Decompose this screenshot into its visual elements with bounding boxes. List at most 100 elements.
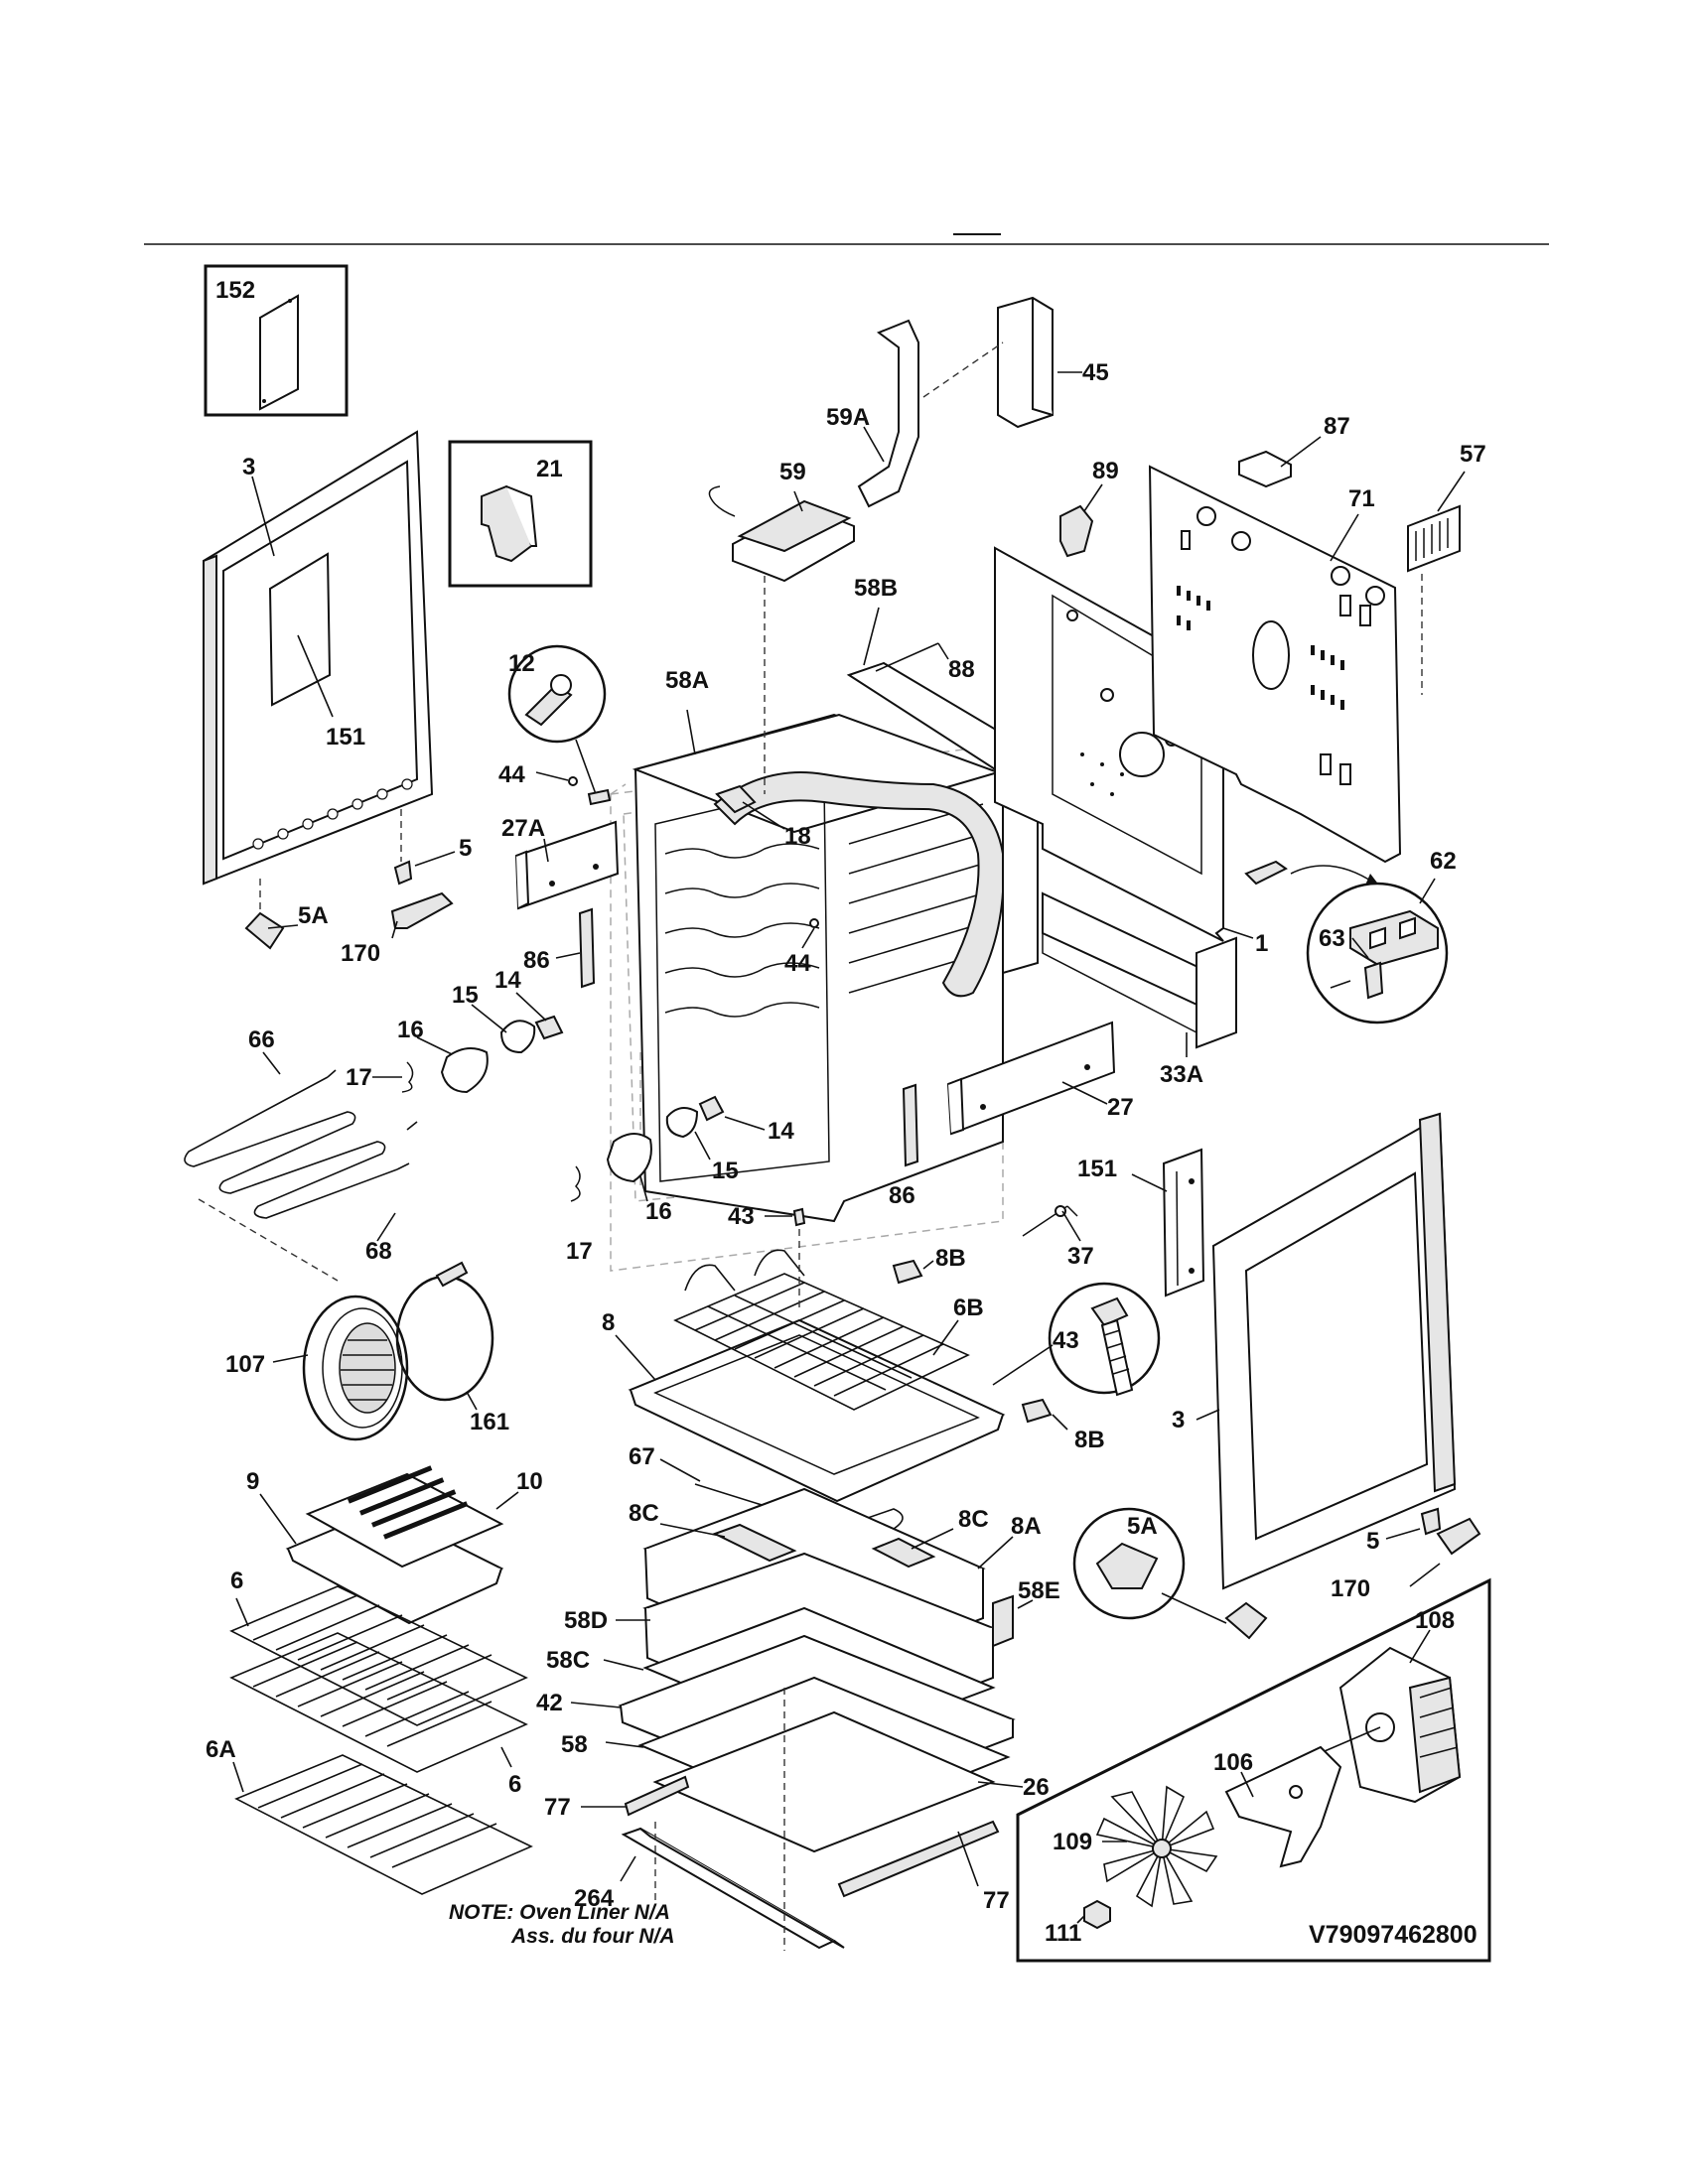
callout-42: 42 (536, 1690, 563, 1716)
callout-151-right: 151 (1077, 1156, 1117, 1182)
duct-59A: 59A (826, 319, 1004, 508)
terminal-block: 62 63 (1244, 848, 1457, 1024)
bracket-8B-top: 8B (892, 1245, 966, 1285)
callout-62: 62 (1430, 848, 1457, 875)
rear-cover-71: 71 (1148, 465, 1402, 864)
callout-88: 88 (948, 656, 975, 683)
lamp-assembly-mid: 14 15 16 17 (566, 1095, 794, 1265)
callout-58E: 58E (1018, 1577, 1060, 1604)
callout-89: 89 (1092, 458, 1119, 484)
lamp-assembly-top: 15 14 16 17 (346, 967, 564, 1094)
callout-6B: 6B (953, 1295, 984, 1321)
callout-5-right: 5 (1366, 1528, 1379, 1555)
callout-10: 10 (516, 1468, 543, 1495)
callout-86-mid: 86 (889, 1182, 915, 1209)
callout-5A-left: 5A (298, 902, 329, 929)
screw-44: 44 44 (498, 761, 819, 977)
callout-17-top: 17 (346, 1064, 372, 1091)
callout-3-left: 3 (242, 454, 255, 480)
bracket-18: 18 (715, 784, 811, 850)
callout-37: 37 (1067, 1243, 1094, 1270)
callout-66: 66 (248, 1026, 275, 1053)
callout-8C-left: 8C (629, 1500, 659, 1527)
convection-cover-107: 107 (225, 1295, 409, 1441)
broiler-rack-6B: 6B (673, 1249, 984, 1411)
callout-59: 59 (779, 459, 806, 485)
callout-18: 18 (784, 823, 811, 850)
callout-71: 71 (1348, 485, 1375, 512)
left-oven-door: 3 151 (203, 430, 434, 886)
oven-rack-6-mid: 6 (229, 1632, 528, 1798)
callout-8: 8 (602, 1309, 615, 1336)
callout-16-top: 16 (397, 1017, 424, 1043)
header-rule (144, 233, 1549, 245)
callout-87: 87 (1324, 413, 1350, 440)
callout-106: 106 (1213, 1749, 1253, 1776)
drawer-bottom-26: 26 (652, 1710, 1050, 1853)
inset-box-152: 152 (204, 264, 349, 417)
inset-circle-12: 12 (507, 644, 612, 806)
fan-motor-108: 108 (1310, 1607, 1462, 1804)
callout-77-right: 77 (983, 1887, 1010, 1914)
callout-58B: 58B (854, 575, 898, 602)
callout-58C: 58C (546, 1647, 590, 1674)
inset-circle-43: 43 (992, 1282, 1161, 1397)
callout-12: 12 (508, 650, 535, 677)
inset-box-21: 21 (448, 440, 593, 588)
callout-9: 9 (246, 1468, 259, 1495)
callout-58D: 58D (564, 1607, 608, 1634)
rail-27: 27 (946, 1021, 1134, 1136)
callout-5A-right: 5A (1127, 1513, 1158, 1540)
callout-44-top: 44 (498, 761, 525, 788)
callout-44-mid: 44 (784, 950, 811, 977)
callout-45: 45 (1082, 359, 1109, 386)
callout-108: 108 (1415, 1607, 1455, 1634)
callout-1: 1 (1255, 930, 1268, 957)
broil-grille-10: 10 (305, 1465, 543, 1569)
callout-43-big: 43 (1053, 1327, 1079, 1354)
callout-8A: 8A (1011, 1513, 1042, 1540)
note-block: NOTE: Oven Liner N/A Ass. du four N/A (449, 1901, 675, 1948)
bracket-89: 89 (1059, 458, 1119, 558)
callout-16-mid: 16 (645, 1198, 672, 1225)
fan-blade-109: 109 (1053, 1785, 1218, 1908)
note-line-2: Ass. du four N/A (510, 1925, 675, 1948)
callout-170-right: 170 (1331, 1575, 1370, 1602)
broiler-pan-8: 8 (602, 1309, 1006, 1503)
callout-8C-right: 8C (958, 1506, 989, 1533)
oven-wrapper-58A: 58A (632, 667, 1005, 1223)
callout-151-left: 151 (326, 724, 365, 751)
right-hinge-parts: 5 170 5A (1072, 1507, 1481, 1640)
note-line-1: NOTE: Oven Liner N/A (449, 1901, 670, 1924)
callout-27: 27 (1107, 1094, 1134, 1121)
kick-panel-264: 264 (574, 1827, 845, 1950)
callout-77-left: 77 (544, 1794, 571, 1821)
callout-26: 26 (1023, 1774, 1050, 1801)
callout-161: 161 (470, 1409, 509, 1435)
callout-58: 58 (561, 1731, 588, 1758)
rail-33A: 33A (1042, 891, 1237, 1088)
callout-43-small: 43 (728, 1203, 755, 1230)
callout-59A: 59A (826, 404, 870, 431)
callout-27A: 27A (501, 815, 545, 842)
vent-cover-57: 57 (1407, 441, 1486, 695)
oven-rack-6-top: 6 (229, 1568, 528, 1726)
callout-14-top: 14 (494, 967, 521, 994)
bracket-151-right: 151 (1077, 1148, 1205, 1297)
callout-6-bot: 6 (508, 1771, 521, 1798)
probe-37: 37 (1022, 1205, 1094, 1270)
callout-57: 57 (1460, 441, 1486, 468)
bake-element-66: 66 (184, 1026, 410, 1219)
callout-5-left: 5 (459, 835, 472, 862)
fan-assembly-59: 59 (708, 459, 855, 794)
callout-86-left: 86 (523, 947, 550, 974)
callout-8B-top: 8B (935, 1245, 966, 1272)
broil-element-68: 68 (198, 1121, 418, 1282)
callout-15-mid: 15 (712, 1158, 739, 1184)
callout-14-mid: 14 (768, 1118, 794, 1145)
side-rail-27A: 27A (501, 815, 620, 910)
oven-rack-6A: 6A (206, 1736, 533, 1895)
diagram-code: V79097462800 (1309, 1921, 1477, 1949)
gasket-161: 161 (395, 1261, 509, 1435)
